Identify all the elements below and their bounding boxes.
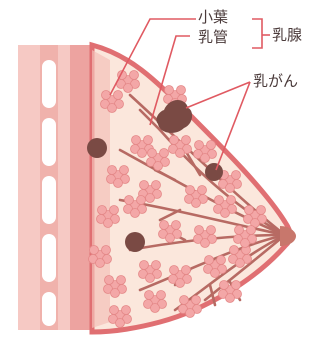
lobule-acinus <box>122 306 131 315</box>
lobule-acinus <box>192 296 201 305</box>
lobule-acinus <box>148 149 157 158</box>
lobule-acinus <box>151 304 160 313</box>
lobule-acinus <box>211 269 220 278</box>
lobule-acinus <box>146 274 155 283</box>
nipple <box>280 226 296 246</box>
lobule-acinus <box>160 221 169 230</box>
lobule-acinus <box>245 206 254 215</box>
lobule-acinus <box>182 136 191 145</box>
rib <box>42 234 56 282</box>
lobule-acinus <box>192 199 201 208</box>
lobule-acinus <box>176 149 185 158</box>
lobule-acinus <box>152 261 161 270</box>
lobule-acinus <box>116 319 125 328</box>
lobule-acinus <box>98 206 107 215</box>
lobule-acinus <box>125 196 134 205</box>
lobule-acinus <box>207 141 216 150</box>
lobule-acinus <box>146 194 155 203</box>
lobule-acinus <box>157 291 166 300</box>
lobule-acinus <box>110 306 119 315</box>
lobule-acinus <box>90 246 99 255</box>
label-gland: 乳腺 <box>272 28 302 43</box>
lobule-acinus <box>160 149 169 158</box>
lobule-acinus <box>186 186 195 195</box>
chest-wall <box>18 45 92 330</box>
label-cancer: 乳がん <box>253 74 298 89</box>
lobule-acinus <box>137 196 146 205</box>
lobule-acinus <box>102 91 111 100</box>
lobule-acinus <box>114 91 123 100</box>
lobule-acinus <box>217 256 226 265</box>
lobule-acinus <box>140 181 149 190</box>
lobule-acinus <box>170 266 179 275</box>
lobule-acinus <box>138 149 147 158</box>
lobule-acinus <box>235 226 244 235</box>
lobule-acinus <box>176 279 185 288</box>
lobule-acinus <box>215 196 224 205</box>
lobule-acinus <box>110 206 119 215</box>
lobule-acinus <box>226 184 235 193</box>
lobule-acinus <box>96 259 105 268</box>
rib <box>42 292 56 326</box>
lobule-acinus <box>232 171 241 180</box>
label-duct: 乳管 <box>198 30 228 45</box>
lobule-acinus <box>145 291 154 300</box>
lobule-acinus <box>205 256 214 265</box>
lobule-acinus <box>182 266 191 275</box>
lobule-acinus <box>247 226 256 235</box>
tumor <box>205 163 223 181</box>
lobule-acinus <box>140 261 149 270</box>
lobule-acinus <box>180 296 189 305</box>
lobule-acinus <box>227 196 236 205</box>
lobule-acinus <box>232 281 241 290</box>
lobule-acinus <box>165 86 174 95</box>
lobule-acinus <box>132 136 141 145</box>
lobule-acinus <box>257 206 266 215</box>
lobule-acinus <box>221 209 230 218</box>
lobule-acinus <box>102 246 111 255</box>
tumor <box>87 138 107 158</box>
lobule-acinus <box>120 166 129 175</box>
rib <box>42 60 56 108</box>
lobule-acinus <box>108 104 117 113</box>
lobule-acinus <box>201 154 210 163</box>
lobule-acinus <box>230 246 239 255</box>
lobule-acinus <box>236 259 245 268</box>
lobule-acinus <box>186 309 195 318</box>
lobule-acinus <box>166 234 175 243</box>
lobule-acinus <box>131 209 140 218</box>
lobule-acinus <box>220 281 229 290</box>
lobule-acinus <box>111 289 120 298</box>
lobule-acinus <box>201 239 210 248</box>
lobule-acinus <box>152 181 161 190</box>
lobule-acinus <box>207 226 216 235</box>
lobule-acinus <box>144 136 153 145</box>
rib <box>42 176 56 224</box>
lobule-acinus <box>226 294 235 303</box>
lobule-acinus <box>195 141 204 150</box>
lobule-acinus <box>170 136 179 145</box>
lobule-acinus <box>177 86 186 95</box>
lobule-acinus <box>104 219 113 228</box>
lobule-acinus <box>105 276 114 285</box>
lobule-acinus <box>241 239 250 248</box>
lobule-acinus <box>198 186 207 195</box>
rib <box>42 118 56 166</box>
label-lobule: 小葉 <box>198 10 228 25</box>
lobule-acinus <box>154 162 163 171</box>
lobule-acinus <box>108 166 117 175</box>
lobule-acinus <box>130 71 139 80</box>
lobule-acinus <box>124 84 133 93</box>
lobule-acinus <box>117 276 126 285</box>
lobule-acinus <box>195 226 204 235</box>
tumor <box>125 232 145 252</box>
lobule-acinus <box>172 221 181 230</box>
lobule-acinus <box>114 179 123 188</box>
